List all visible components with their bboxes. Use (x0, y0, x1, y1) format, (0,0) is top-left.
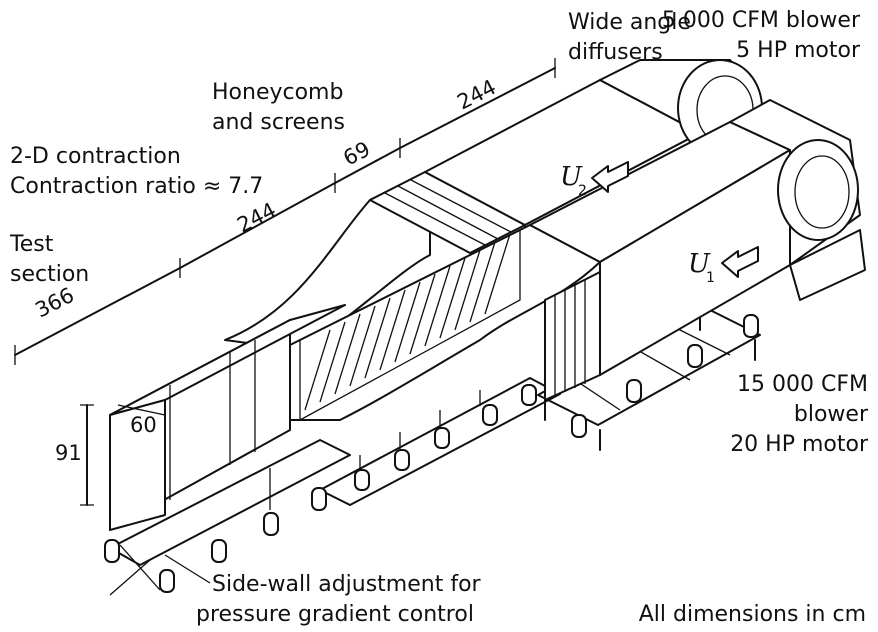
foot (626, 379, 642, 403)
foot (571, 414, 587, 438)
blower-big-label-line2: blower (793, 402, 868, 427)
blower-big-wheel (777, 139, 859, 241)
foot (104, 539, 120, 563)
u2-subscript: 2 (578, 183, 587, 199)
contraction-label-line1: 2-D contraction (10, 144, 181, 169)
dim-label-contraction: 244 (233, 198, 280, 238)
foot (311, 487, 327, 511)
flow-u1: U 1 (688, 246, 759, 286)
rear-platform-legs (544, 309, 756, 451)
dim-label-width: 60 (130, 413, 157, 437)
foot (159, 569, 175, 593)
dim-line-screens-69 (334, 147, 401, 184)
blower-big-base (789, 229, 866, 301)
screen-lines-lower (554, 280, 586, 395)
lower-tunnel-branch (289, 99, 866, 422)
u1-symbol: U (688, 249, 711, 279)
blower-big-hub (794, 155, 850, 229)
foot (354, 469, 370, 491)
blower-big-label-line3: 20 HP motor (730, 432, 868, 457)
test-label-line1: Test (10, 232, 54, 257)
sidewall-label-line1: Side-wall adjustment for (212, 572, 481, 597)
wide-angle-label-line2: diffusers (568, 40, 663, 65)
dimension-lines (14, 58, 556, 506)
foot (263, 512, 279, 536)
foot (743, 314, 759, 338)
blower-small-label-line1: 5 000 CFM blower (661, 8, 860, 33)
wide-angle-label-line1: Wide angle (568, 10, 691, 35)
contraction-label-line2: Contraction ratio ≈ 7.7 (10, 174, 264, 199)
u2-symbol: U (560, 162, 583, 192)
foot (482, 404, 498, 426)
hatch-outline (299, 228, 521, 422)
test-section (109, 304, 346, 531)
dim-line-test-366 (14, 267, 181, 356)
middle-platform-uprights (359, 390, 481, 470)
honeycomb-label-line2: and screens (212, 110, 345, 135)
foot (211, 539, 227, 563)
foot (521, 384, 537, 406)
flow-arrow-icon (591, 161, 629, 193)
dim-label-test: 366 (31, 283, 78, 323)
blower-big-label-line1: 15 000 CFM (737, 372, 868, 397)
foot (434, 427, 450, 449)
units-note: All dimensions in cm (638, 602, 866, 627)
u1-subscript: 1 (706, 270, 715, 286)
dim-line-diffuser-244 (399, 67, 556, 149)
feet (104, 314, 759, 593)
support-stands (104, 304, 761, 596)
hatched-flow-channel (299, 228, 521, 422)
honeycomb-label-line1: Honeycomb (212, 80, 344, 105)
screen-lines-upper (384, 179, 512, 246)
sidewall-leader (164, 554, 211, 584)
sidewall-label-line2: pressure gradient control (196, 602, 474, 627)
hatch-lines (304, 233, 511, 411)
flow-arrow-icon (721, 246, 759, 278)
foot (687, 344, 703, 368)
test-section-frames (169, 340, 256, 500)
test-label-line2: section (10, 262, 90, 287)
dim-line-contraction-244 (179, 182, 336, 269)
blower-small-label-line2: 5 HP motor (736, 38, 860, 63)
foot (394, 449, 410, 471)
dim-ticks (14, 58, 556, 365)
test-section-front (109, 399, 166, 531)
front-frame-braces (109, 468, 271, 596)
front-frame (109, 439, 351, 566)
dim-line-width-60 (117, 404, 166, 416)
flow-u2: U 2 (560, 161, 629, 199)
dim-label-height: 91 (55, 441, 82, 465)
dim-height-ticks (80, 404, 94, 506)
